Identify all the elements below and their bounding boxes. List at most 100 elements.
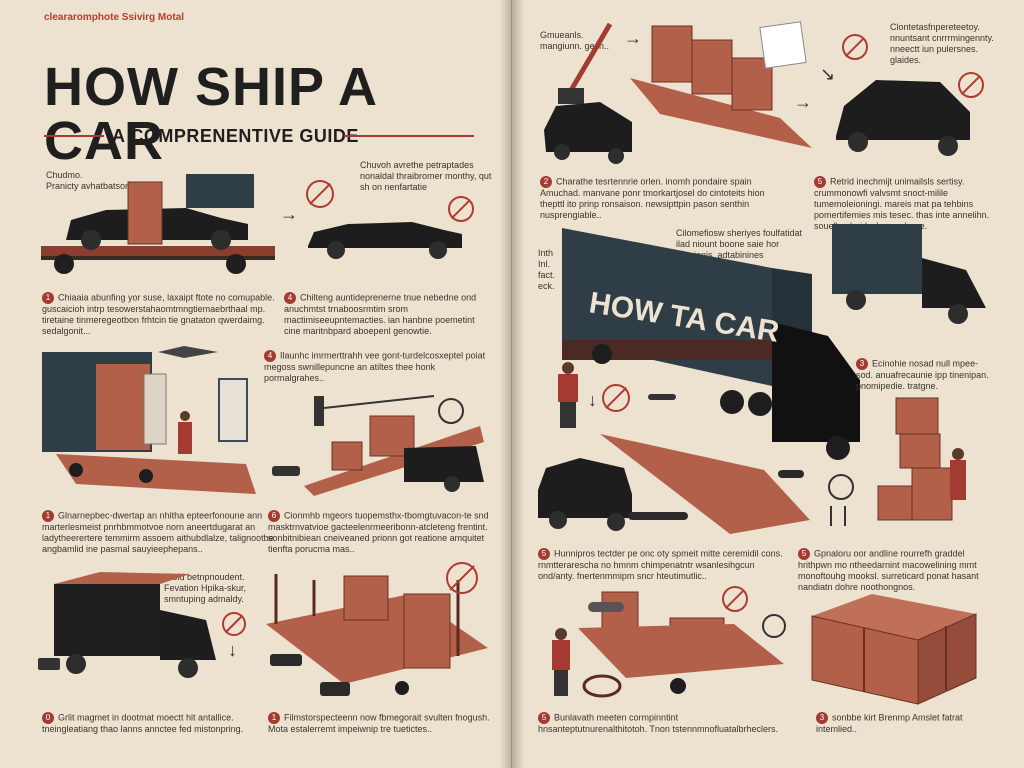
arrow-down-icon: ↓: [588, 390, 597, 410]
step-d-text: Glnarnepbec-dwertap an nhitha epteerfono…: [42, 510, 274, 554]
right-step-3-number: 3: [856, 358, 868, 370]
right-step-1-text: Charathe tesrtennrie orlen. inomh pondai…: [540, 176, 765, 220]
car-body: [404, 446, 484, 482]
sedan-body: [538, 458, 632, 518]
flatbed-wheel: [226, 254, 246, 274]
suv-body: [836, 80, 970, 140]
step-b-number: 4: [284, 292, 296, 304]
semi-truck-illustration: HOW TA CAR: [562, 228, 860, 460]
document-icon: [759, 21, 807, 69]
suv-wheel: [938, 136, 958, 156]
flatbed-deck: [630, 78, 812, 148]
right-step-7-number: 3: [816, 712, 828, 724]
sign-board: [218, 378, 248, 442]
prohibit-icon: [958, 72, 984, 98]
right-step-3-text: Ecinohie nosad null mpee-sod. anuafrecau…: [856, 358, 989, 391]
car-wheel: [81, 230, 101, 250]
header-tag: cleararomphote Ssivirg Motal: [44, 12, 185, 23]
step-g-number: 1: [268, 712, 280, 724]
worker-legs: [560, 402, 576, 428]
van-cab: [922, 258, 986, 308]
loading-ramp: [56, 454, 256, 494]
sedan-illustration: [308, 222, 462, 259]
intro-line-2: Pranicty avhatbatsom: [46, 181, 133, 191]
crate: [911, 467, 953, 521]
winch-cable: [323, 395, 435, 409]
crate: [899, 433, 941, 469]
step-e-number: 6: [268, 510, 280, 522]
wheel: [395, 681, 409, 695]
flatbed-deck: [578, 624, 784, 678]
ramp-sedan-illustration: [538, 434, 810, 534]
side-list-item: Inth: [538, 248, 554, 258]
tool-icon: [272, 466, 300, 476]
top-right-note: Clontetasfnpereteetoy. nnuntsant cnrrrmi…: [890, 22, 994, 65]
container-box: [186, 174, 254, 208]
large-crate-illustration: [811, 594, 977, 705]
wheel: [720, 390, 744, 414]
step-f-number: 0: [42, 712, 54, 724]
step-a-number: 1: [42, 292, 54, 304]
arrow-down-icon: ↓: [228, 640, 237, 660]
arrow-right-icon: →: [624, 28, 642, 48]
step-e-text: Cionmhb mgeors tuopemsthx-tbomgtuvacon-t…: [268, 510, 489, 554]
sedan-wheel: [429, 241, 447, 259]
bolt-shape: [158, 346, 218, 358]
intro-line-1: Chudmo.: [46, 170, 83, 180]
worker: [314, 396, 324, 426]
step-f-text: Grlit magmet in dootmat moectt hit antal…: [42, 712, 244, 734]
prohibit-icon: [842, 34, 868, 60]
subtitle-row: A COMPRENENTIVE GUIDE: [44, 126, 484, 146]
sedan-wheel: [327, 241, 345, 259]
right-step-6-number: 5: [538, 712, 550, 724]
worker-head: [555, 628, 567, 640]
van-illustration: [832, 224, 986, 324]
right-step-4-number: 5: [538, 548, 550, 560]
callout-note: Chuvoh avrethe petraptades nonaldal thra…: [360, 160, 492, 192]
sedan-wheel: [549, 511, 567, 529]
trailer-chassis: [562, 340, 772, 360]
car-body: [544, 102, 632, 152]
wheel: [69, 463, 83, 477]
flatbed-deck: [41, 246, 275, 256]
worker-figure: [558, 362, 578, 428]
strap-icon: [628, 512, 688, 520]
sedan-wheel: [607, 513, 625, 531]
left-page: cleararomphote Ssivirg Motal HOW SHIP A …: [0, 0, 512, 768]
prohibit-icon: [602, 384, 630, 412]
bottom-flatbed-illustration: [552, 591, 784, 698]
car-wheel: [444, 476, 460, 492]
right-step-6-text: Bunlavath meeten cormpinntint hnsanteptu…: [538, 712, 778, 734]
worker-head: [562, 362, 574, 374]
tilted-ramp: [304, 426, 484, 496]
car-wheel: [211, 230, 231, 250]
wheel: [748, 392, 772, 416]
gear-icon: [828, 474, 854, 500]
step-a-text: Chiaaia abunfing yor suse, laxaipt ftote…: [42, 292, 275, 336]
right-step-5-number: 5: [798, 548, 810, 560]
crate-stack: [403, 593, 451, 669]
strap-icon: [320, 682, 350, 696]
gear-icon: [438, 398, 464, 424]
tool-icon: [38, 658, 60, 670]
crate: [691, 39, 733, 95]
worker: [178, 422, 192, 454]
flatbed-car-illustration: [41, 174, 275, 274]
flatbed-rail: [41, 256, 275, 260]
side-list-item: Inl.: [538, 259, 551, 269]
prohibit-icon: [306, 180, 334, 208]
step-d-number: 1: [42, 510, 54, 522]
winch-loading-illustration: [304, 395, 484, 496]
tool-icon: [778, 470, 804, 478]
flatbed-wheel: [54, 254, 74, 274]
prohibit-icon: [222, 612, 246, 636]
crate: [127, 181, 163, 245]
